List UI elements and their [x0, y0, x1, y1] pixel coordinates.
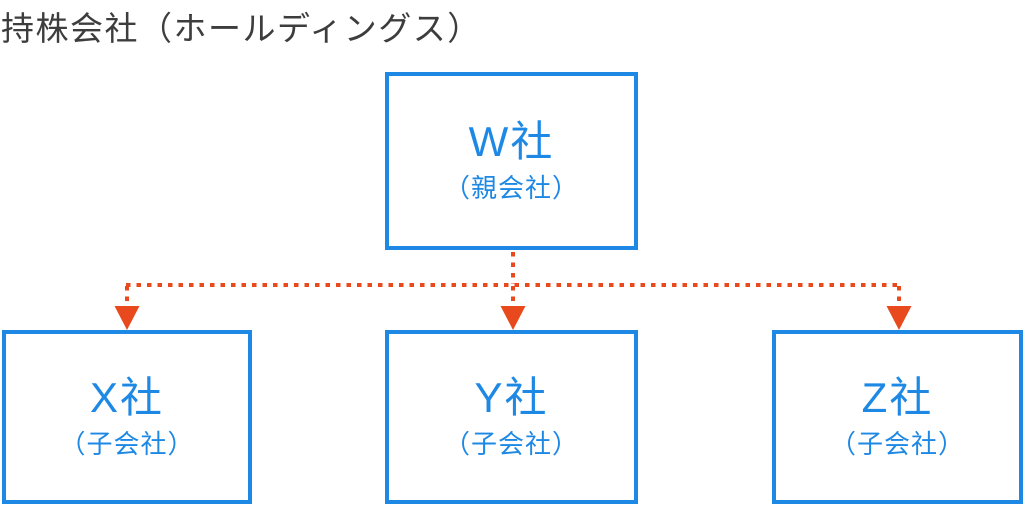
node-name: Y社: [474, 373, 549, 421]
node-name: X社: [89, 373, 164, 421]
node-role: （親会社）: [443, 172, 579, 203]
arrowhead-down-y-icon: [500, 306, 526, 330]
arrowhead-down-z-icon: [886, 306, 912, 330]
node-name: W社: [468, 117, 555, 165]
node-name: Z社: [861, 373, 934, 421]
node-subsidiary-x: X社 （子会社）: [2, 330, 252, 504]
node-role: （子会社）: [443, 428, 579, 459]
node-subsidiary-y: Y社 （子会社）: [385, 330, 638, 504]
diagram-title: 持株会社（ホールディングス）: [1, 10, 482, 47]
node-role: （子会社）: [829, 428, 965, 459]
node-parent-company-w: W社 （親会社）: [385, 72, 638, 250]
node-subsidiary-z: Z社 （子会社）: [772, 330, 1023, 504]
node-role: （子会社）: [59, 428, 195, 459]
arrowhead-down-x-icon: [114, 306, 140, 330]
